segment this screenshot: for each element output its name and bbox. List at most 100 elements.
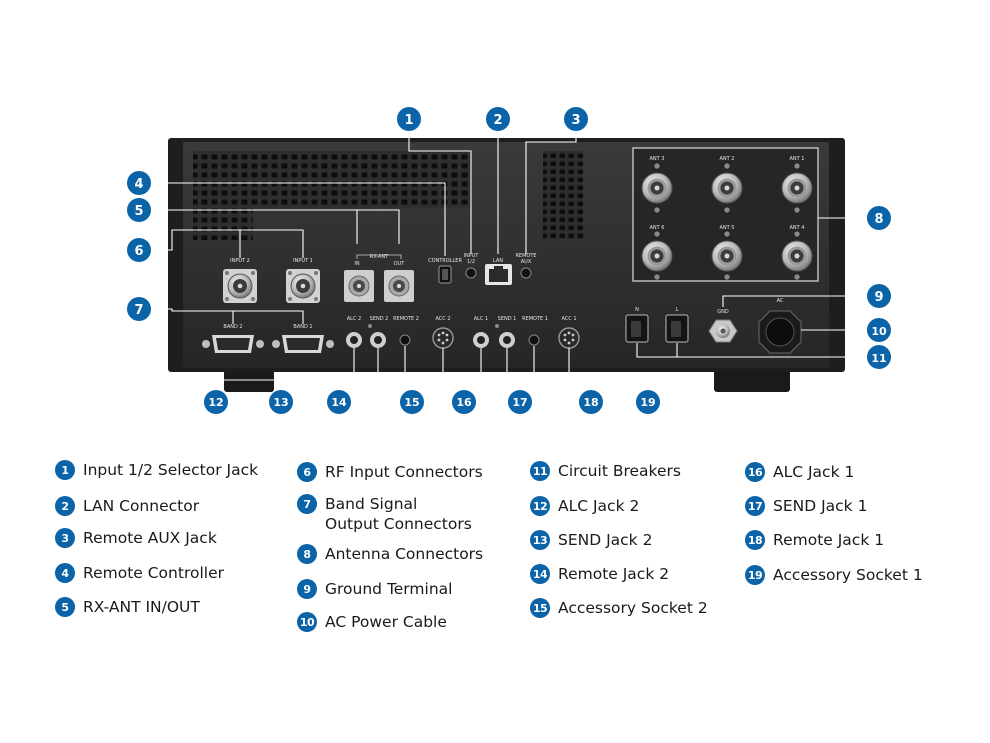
- label-ant6: ANT 6: [650, 225, 665, 231]
- label-band1: BAND 1: [293, 324, 312, 330]
- svg-text:12: 12: [208, 396, 223, 409]
- callout-4: 4: [127, 171, 151, 195]
- legend-badge: 4: [55, 563, 75, 583]
- label-ant1: ANT 1: [790, 156, 805, 162]
- label-input1: INPUT 1: [293, 258, 313, 264]
- rf-input-connectors: [223, 269, 320, 303]
- svg-text:19: 19: [640, 396, 655, 409]
- legend-badge: 5: [55, 597, 75, 617]
- input12-jack: [465, 267, 477, 279]
- legend-label: Remote Jack 1: [773, 531, 885, 549]
- svg-text:11: 11: [871, 352, 886, 365]
- label-input12-b: 1/2: [467, 259, 475, 265]
- svg-text:1: 1: [404, 113, 413, 128]
- legend-item-18: 18 Remote Jack 1: [745, 530, 884, 550]
- svg-text:10: 10: [871, 325, 887, 338]
- remote-aux-jack: [520, 267, 532, 279]
- label-controller: CONTROLLER: [428, 258, 462, 264]
- rca-jacks: [346, 332, 515, 348]
- left-foot: [224, 370, 274, 392]
- legend-item-2: 2 LAN Connector: [55, 496, 199, 516]
- callout-16: 16: [452, 390, 476, 414]
- leader-lines: [151, 131, 867, 390]
- antenna-connectors: [641, 172, 813, 272]
- antenna-led-indicators: [654, 163, 800, 280]
- legend-label: Input 1/2 Selector Jack: [83, 461, 259, 479]
- label-breaker-l: L: [676, 307, 679, 313]
- label-ant4: ANT 4: [790, 225, 805, 231]
- svg-text:4: 4: [134, 177, 143, 192]
- legend-badge: 2: [55, 496, 75, 516]
- legend-badge: 12: [530, 496, 550, 516]
- ground-terminal: [708, 319, 738, 343]
- legend-label: SEND Jack 1: [773, 497, 868, 515]
- label-remote-aux-a: REMOTE: [515, 253, 536, 259]
- legend-badge: 3: [55, 528, 75, 548]
- label-breaker-n: N: [635, 307, 639, 313]
- svg-text:3: 3: [571, 113, 580, 128]
- legend-label: SEND Jack 2: [558, 531, 653, 549]
- circuit-breakers: [625, 314, 689, 343]
- label-lan: LAN: [493, 258, 503, 264]
- svg-text:17: 17: [512, 396, 527, 409]
- callout-3: 3: [564, 107, 588, 131]
- callout-11: 11: [867, 345, 891, 369]
- legend-label: AC Power Cable: [325, 613, 447, 631]
- label-input2: INPUT 2: [230, 258, 250, 264]
- callout-6: 6: [127, 238, 151, 262]
- accessory-sockets: [432, 327, 580, 349]
- svg-text:2: 2: [493, 113, 502, 128]
- callout-markers: 1 2 3 4 5 6 7 8 9 10 11 12 13 14 15 16 1…: [127, 107, 891, 414]
- legend-badge: 14: [530, 564, 550, 584]
- callout-1: 1: [397, 107, 421, 131]
- svg-text:6: 6: [134, 244, 143, 259]
- remote-jacks: [399, 334, 540, 346]
- legend-badge: 18: [745, 530, 765, 550]
- svg-text:15: 15: [404, 396, 419, 409]
- legend-label: Antenna Connectors: [325, 545, 484, 563]
- label-remote1: REMOTE 1: [522, 316, 548, 322]
- legend-label: Band Signal Output Connectors: [325, 495, 472, 533]
- label-alc1: ALC 1: [474, 316, 488, 322]
- callout-18: 18: [579, 390, 603, 414]
- legend-badge: 9: [297, 579, 317, 599]
- legend-badge: 11: [530, 461, 550, 481]
- legend-badge: 17: [745, 496, 765, 516]
- callout-10: 10: [867, 318, 891, 342]
- callout-7: 7: [127, 297, 151, 321]
- label-alc2: ALC 2: [347, 316, 361, 322]
- label-band2: BAND 2: [223, 324, 242, 330]
- label-ant3: ANT 3: [650, 156, 665, 162]
- legend-label: Remote Controller: [83, 564, 224, 582]
- label-remote2: REMOTE 2: [393, 316, 419, 322]
- callout-2: 2: [486, 107, 510, 131]
- label-rx-in: IN: [354, 261, 359, 267]
- callout-13: 13: [269, 390, 293, 414]
- label-acc2: ACC 2: [435, 316, 450, 322]
- legend-label: ALC Jack 1: [773, 463, 855, 481]
- legend-item-4: 4 Remote Controller: [55, 563, 224, 583]
- legend-item-10: 10 AC Power Cable: [297, 612, 447, 632]
- label-input12-a: INPUT: [464, 253, 480, 259]
- callout-8: 8: [867, 206, 891, 230]
- legend-label: Remote Jack 2: [558, 565, 670, 583]
- legend-badge: 6: [297, 462, 317, 482]
- svg-text:5: 5: [134, 204, 143, 219]
- legend-label: LAN Connector: [83, 497, 200, 515]
- svg-text:9: 9: [874, 290, 883, 305]
- legend-label: Accessory Socket 1: [773, 566, 923, 584]
- legend-badge: 10: [297, 612, 317, 632]
- label-rx-out: OUT: [394, 261, 406, 267]
- callout-14: 14: [327, 390, 351, 414]
- legend-label: RF Input Connectors: [325, 463, 483, 481]
- right-foot: [714, 370, 790, 392]
